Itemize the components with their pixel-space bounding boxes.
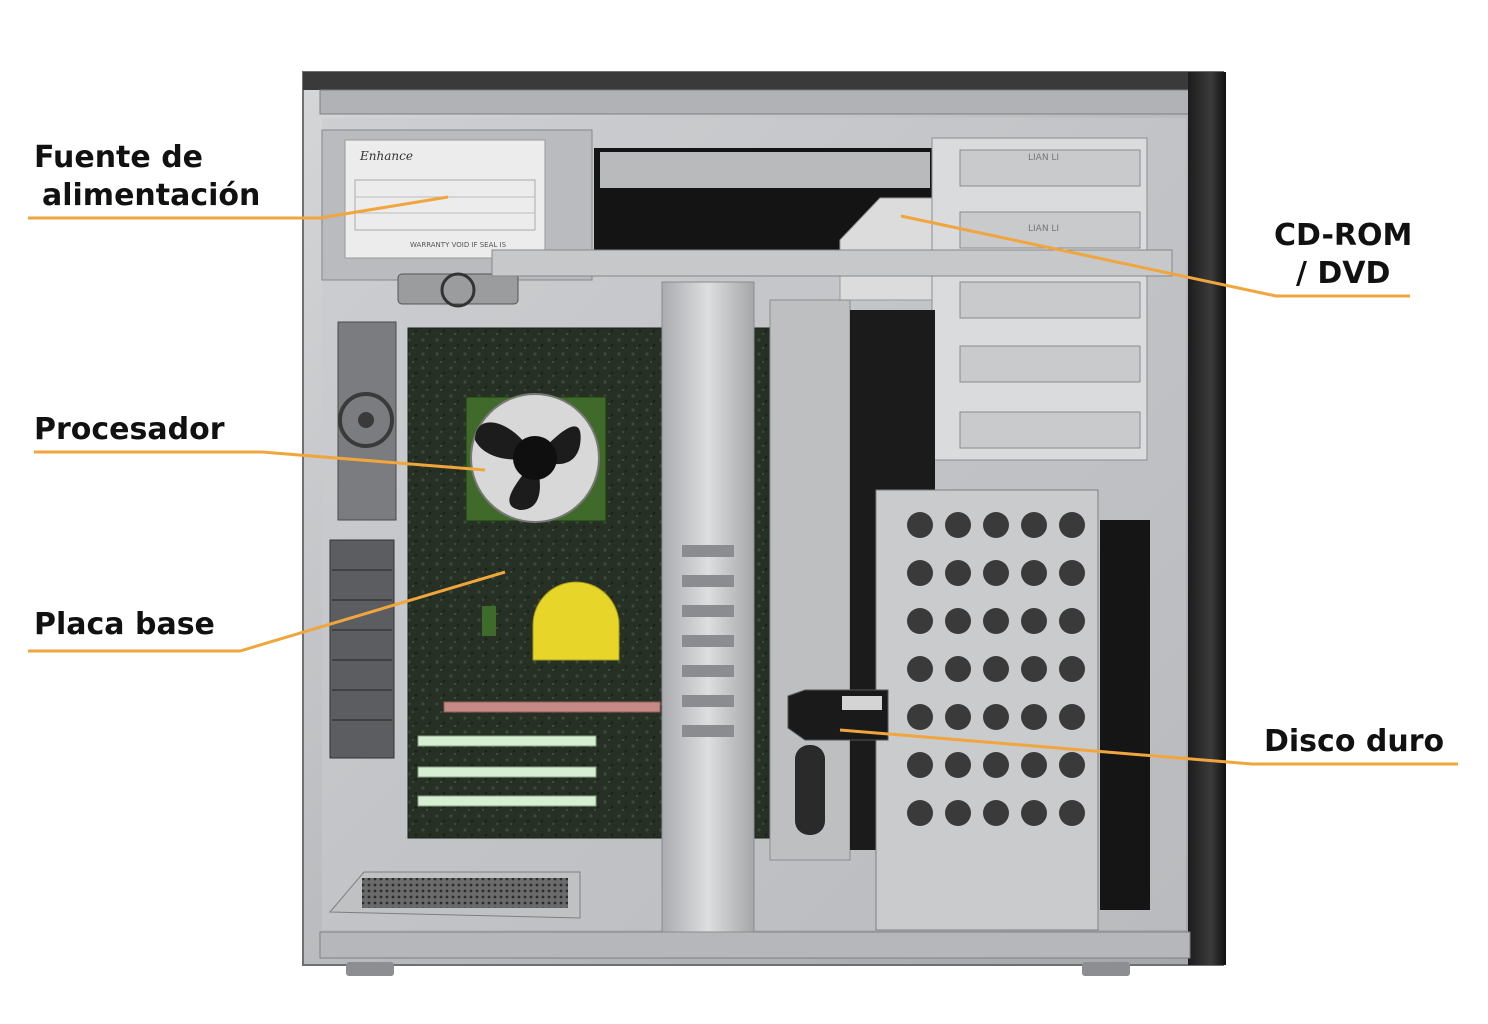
label-power-supply-line1: Fuente de <box>34 140 204 175</box>
side-wall-cutout <box>795 745 825 835</box>
pci-slot <box>417 795 597 807</box>
pci-slot <box>417 766 597 778</box>
leader-lines <box>28 195 1458 766</box>
hdd-cables <box>1100 520 1150 910</box>
hdd-cage-hole <box>907 800 933 826</box>
pci-slot <box>417 735 597 747</box>
power-supply-unit: Enhance WARRANTY VOID IF SEAL IS <box>321 129 593 308</box>
psu-sticker-brand: Enhance <box>359 149 413 163</box>
leader-line-processor <box>34 450 486 472</box>
cpu-fan-hub <box>513 436 557 480</box>
pillar-vent <box>682 725 734 737</box>
hdd-cage-hole <box>907 512 933 538</box>
hdd-cage-hole <box>945 608 971 634</box>
rear-panel <box>329 321 397 759</box>
drive-bay-rail <box>959 281 1141 319</box>
hdd-cage-hole <box>983 512 1009 538</box>
label-cdrom-line1: CD-ROM <box>1274 218 1413 253</box>
hdd-cage-hole <box>983 752 1009 778</box>
hdd-cage-hole <box>907 704 933 730</box>
psu-sticker-warranty: WARRANTY VOID IF SEAL IS <box>410 241 507 249</box>
hdd-cage-hole <box>1059 512 1085 538</box>
hdd-cage-hole <box>945 800 971 826</box>
case-cross-bar <box>491 249 1173 277</box>
pillar-vent <box>682 605 734 617</box>
bottom-filter <box>328 871 581 919</box>
leader-line-cdrom <box>900 214 1410 298</box>
pillar-vent <box>682 575 734 587</box>
hdd-label <box>842 696 882 710</box>
hdd-cage-hole <box>983 656 1009 682</box>
label-processor: Procesador <box>34 412 225 447</box>
chipset-heatsink <box>532 581 620 661</box>
hdd-cage-hole <box>1059 704 1085 730</box>
hdd-cage-hole <box>907 608 933 634</box>
hdd-cage-hole <box>945 752 971 778</box>
case-top-rail <box>319 89 1191 115</box>
hdd-cage-hole <box>907 752 933 778</box>
hdd-cage-hole <box>1059 560 1085 586</box>
rear-fan-hub <box>358 412 374 428</box>
case-bottom-rail <box>319 931 1191 959</box>
hard-disk-cage <box>787 489 1150 931</box>
hdd-cage-hole <box>945 512 971 538</box>
pillar-vent <box>682 545 734 557</box>
hdd-cage-hole <box>907 560 933 586</box>
hdd-cage-hole <box>1059 752 1085 778</box>
expansion-slot-covers <box>329 539 395 759</box>
drive-bay-rail <box>959 411 1141 449</box>
psu-fan-grille <box>397 273 519 305</box>
label-cdrom: CD-ROM / DVD <box>1274 217 1412 293</box>
case-foot-right <box>1082 962 1130 976</box>
hdd-cage-hole <box>1059 800 1085 826</box>
label-cdrom-line2: / DVD <box>1295 256 1391 291</box>
hdd-cage-hole <box>1021 512 1047 538</box>
drive-bay-rail <box>959 211 1141 249</box>
pillar-vent <box>682 665 734 677</box>
drive-bay-brand: LIAN LI <box>1028 153 1059 163</box>
case-foot-left <box>346 962 394 976</box>
hdd-cage-hole <box>1021 656 1047 682</box>
hdd-cage-hole <box>1021 608 1047 634</box>
leader-line-power-supply <box>28 195 449 220</box>
label-power-supply-line2: alimentación <box>42 178 261 213</box>
case-top-edge <box>303 72 1223 90</box>
filter-mesh <box>362 878 568 908</box>
rear-fan-icon <box>338 392 394 448</box>
leader-line-motherboard <box>28 570 506 653</box>
hdd-cage-hole <box>1021 704 1047 730</box>
hdd-cage-hole <box>945 704 971 730</box>
hdd-cage-hole <box>983 608 1009 634</box>
pillar-vent <box>682 635 734 647</box>
hdd-cage-hole <box>1059 656 1085 682</box>
pillar-vent <box>682 695 734 707</box>
hdd-cage-hole <box>945 656 971 682</box>
drive-bay-cage: LIAN LI LIAN LI <box>594 137 1148 461</box>
drive-bay-rail <box>959 345 1141 383</box>
small-chip <box>482 606 496 636</box>
hdd-cage-hole <box>983 800 1009 826</box>
hdd-cage-holes <box>907 512 1085 826</box>
label-hard-disk: Disco duro <box>1264 724 1445 759</box>
hdd-cage-hole <box>945 560 971 586</box>
hdd-cage-hole <box>1021 752 1047 778</box>
drive-bay-brand: LIAN LI <box>1028 224 1059 234</box>
leader-line-hard-disk <box>839 728 1458 766</box>
hdd-cage-hole <box>907 656 933 682</box>
hdd-cage-hole <box>1021 560 1047 586</box>
hdd-cage-hole <box>1059 608 1085 634</box>
label-power-supply: Fuente de alimentación <box>34 139 260 215</box>
optical-bay-bracket <box>600 152 930 188</box>
drive-bay-rail <box>959 149 1141 187</box>
label-motherboard: Placa base <box>34 607 215 642</box>
hdd-cage-hole <box>983 560 1009 586</box>
case-front-panel <box>1188 72 1226 965</box>
psu-sticker-table <box>354 179 536 231</box>
hdd-cage-hole <box>1021 800 1047 826</box>
hdd-cage-hole <box>983 704 1009 730</box>
agp-slot <box>443 701 661 713</box>
psu-fan-icon <box>440 272 476 308</box>
